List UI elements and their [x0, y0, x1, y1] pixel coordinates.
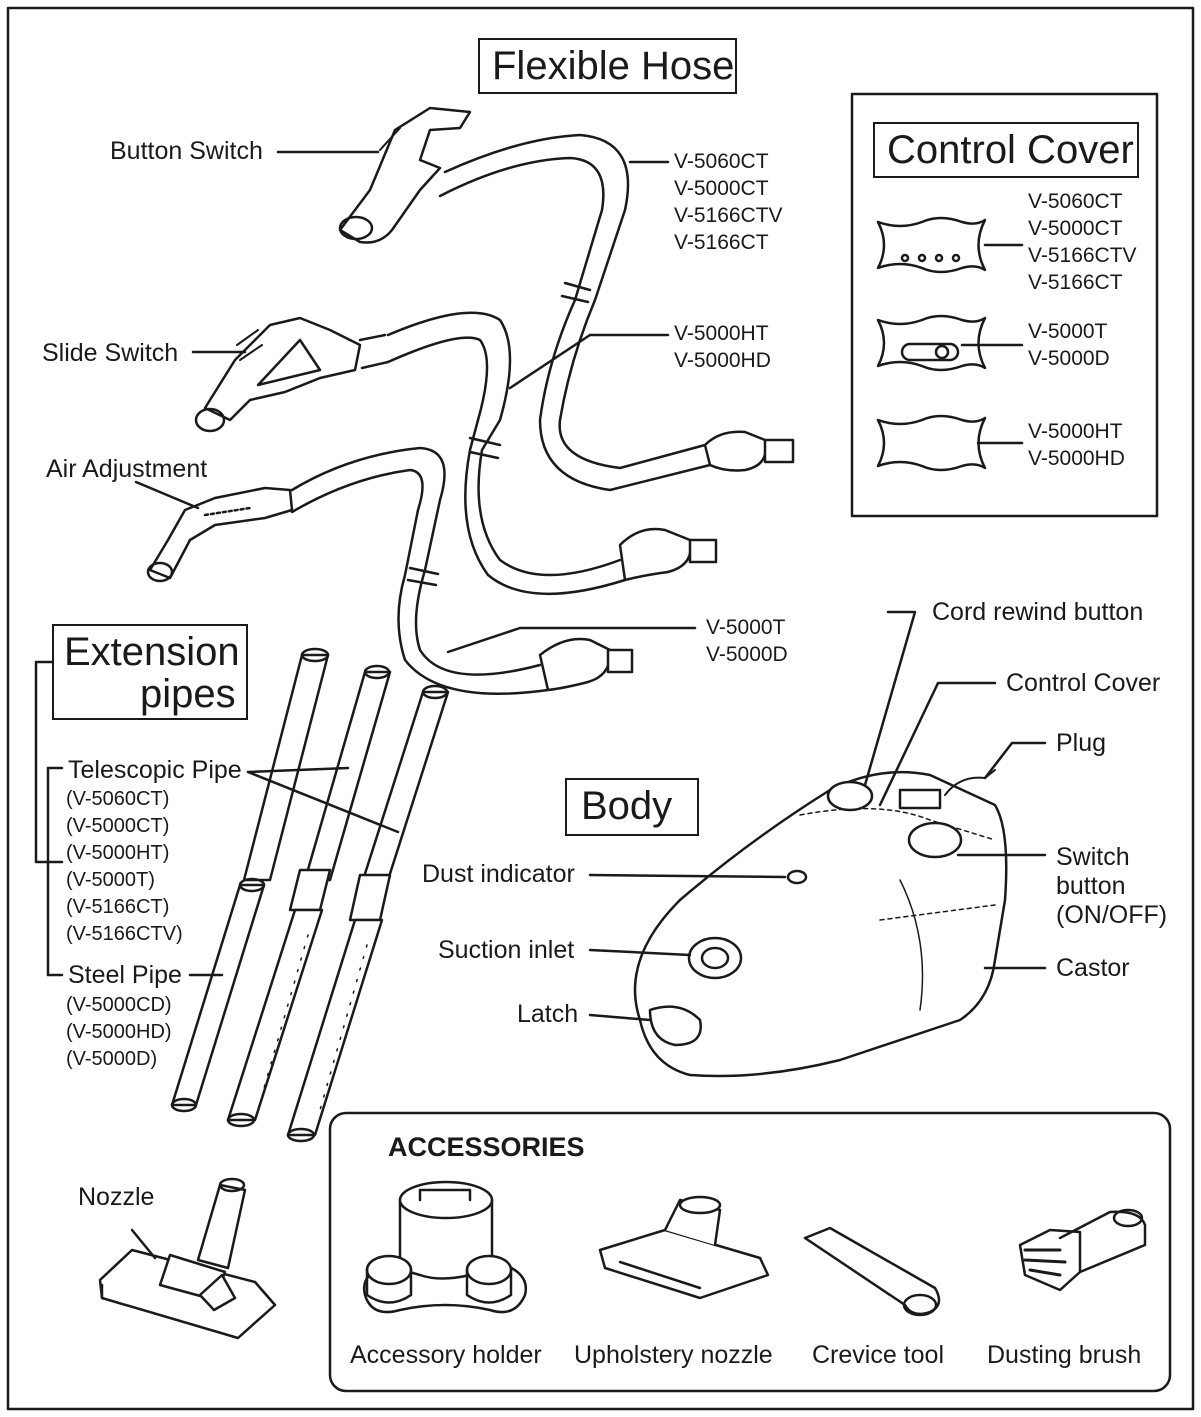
cover-model: V-5060CT [1028, 190, 1123, 213]
upholstery-nozzle-label: Upholstery nozzle [574, 1341, 773, 1369]
flexible-hose-title: Flexible Hose [492, 44, 735, 88]
control-cover-title-box: Control Cover [873, 122, 1139, 178]
pipe-model: (V-5166CT) [66, 896, 170, 918]
castor-label: Castor [1056, 954, 1130, 982]
crevice-tool-drawing [803, 1226, 941, 1317]
dusting-brush-label: Dusting brush [987, 1341, 1142, 1369]
pipe-telescopic-3 [286, 684, 450, 1143]
nozzle-drawing [98, 1177, 277, 1340]
flexible-hose-title-box: Flexible Hose [478, 38, 737, 94]
dust-indicator-label: Dust indicator [422, 860, 575, 888]
hose-model: V-5000HD [674, 349, 771, 372]
pipe-model: (V-5060CT) [66, 788, 170, 810]
steel-pipe-label: Steel Pipe [68, 961, 182, 989]
telescopic-pipe-label: Telescopic Pipe [68, 756, 242, 784]
plug-label: Plug [1056, 729, 1107, 757]
hose-button-switch [338, 106, 795, 492]
hose-model: V-5166CT [674, 231, 769, 254]
cover-model: V-5000D [1028, 347, 1110, 370]
hose-air-adjustment [146, 446, 634, 695]
switch-label-line3: (ON/OFF) [1056, 901, 1168, 929]
pipe-model: (V-5000HT) [66, 842, 170, 864]
hose-model: V-5000CT [674, 177, 769, 200]
latch-label: Latch [517, 1000, 579, 1028]
pipe-model: (V-5000CD) [66, 994, 172, 1016]
steel-models: (V-5000CD) (V-5000HD) (V-5000D) [66, 992, 172, 1073]
hose-model: V-5000T [706, 616, 786, 639]
cover-model: V-5166CT [1028, 271, 1123, 294]
pipe-model: (V-5000CT) [66, 815, 170, 837]
cover-model: V-5000CT [1028, 217, 1123, 240]
switch-label-line1: Switch [1056, 843, 1130, 871]
telescopic-models: (V-5060CT) (V-5000CT) (V-5000HT) (V-5000… [66, 786, 183, 948]
cover-model: V-5000HD [1028, 447, 1125, 470]
extension-pipes-title-box: Extension pipes [52, 624, 248, 720]
cover-model: V-5000HT [1028, 420, 1123, 443]
hose-models-c: V-5000T V-5000D [706, 614, 788, 668]
pipe-telescopic-2 [226, 664, 392, 1128]
hose-slide-switch [194, 311, 718, 596]
body-control-cover-label: Control Cover [1006, 669, 1161, 697]
control-cover-box [850, 92, 1159, 518]
nozzle-label: Nozzle [78, 1183, 155, 1211]
body-title: Body [581, 784, 673, 828]
accessories-box [328, 1111, 1172, 1393]
cover-models-a: V-5060CT V-5000CT V-5166CTV V-5166CT [1028, 188, 1137, 296]
pipe-telescopic-1 [170, 647, 330, 1113]
air-adjustment-label: Air Adjustment [46, 455, 208, 483]
cord-rewind-label: Cord rewind button [932, 598, 1144, 626]
pipe-model: (V-5000T) [66, 869, 155, 891]
crevice-tool-label: Crevice tool [812, 1341, 944, 1369]
accessories-title: ACCESSORIES [388, 1132, 585, 1162]
accessory-holder-label: Accessory holder [350, 1341, 542, 1369]
pipe-model: (V-5000HD) [66, 1021, 172, 1043]
control-cover-title: Control Cover [887, 128, 1134, 172]
switch-label-line2: button [1056, 872, 1126, 900]
accessory-holder-drawing [362, 1180, 528, 1314]
extension-pipes-title-line2: pipes [140, 672, 236, 716]
cover-models-b: V-5000T V-5000D [1028, 318, 1110, 372]
hose-model: V-5000D [706, 643, 788, 666]
hose-models-b: V-5000HT V-5000HD [674, 320, 771, 374]
pipe-model: (V-5000D) [66, 1048, 158, 1070]
hose-model: V-5060CT [674, 150, 769, 173]
pipe-model: (V-5166CTV) [66, 923, 183, 945]
vacuum-body [633, 769, 1008, 1078]
outer-frame [6, 6, 1195, 1411]
hose-model: V-5166CTV [674, 204, 783, 227]
cover-model: V-5166CTV [1028, 244, 1137, 267]
slide-switch-label: Slide Switch [42, 339, 179, 367]
cover-models-c: V-5000HT V-5000HD [1028, 418, 1125, 472]
extension-pipes-title-line1: Extension [64, 630, 240, 674]
hose-model: V-5000HT [674, 322, 769, 345]
suction-inlet-label: Suction inlet [438, 936, 575, 964]
button-switch-label: Button Switch [110, 137, 263, 165]
hose-models-a: V-5060CT V-5000CT V-5166CTV V-5166CT [674, 148, 783, 256]
upholstery-nozzle-drawing [598, 1195, 770, 1300]
cover-model: V-5000T [1028, 320, 1108, 343]
body-title-box: Body [565, 778, 699, 836]
dusting-brush-drawing [1018, 1208, 1147, 1292]
